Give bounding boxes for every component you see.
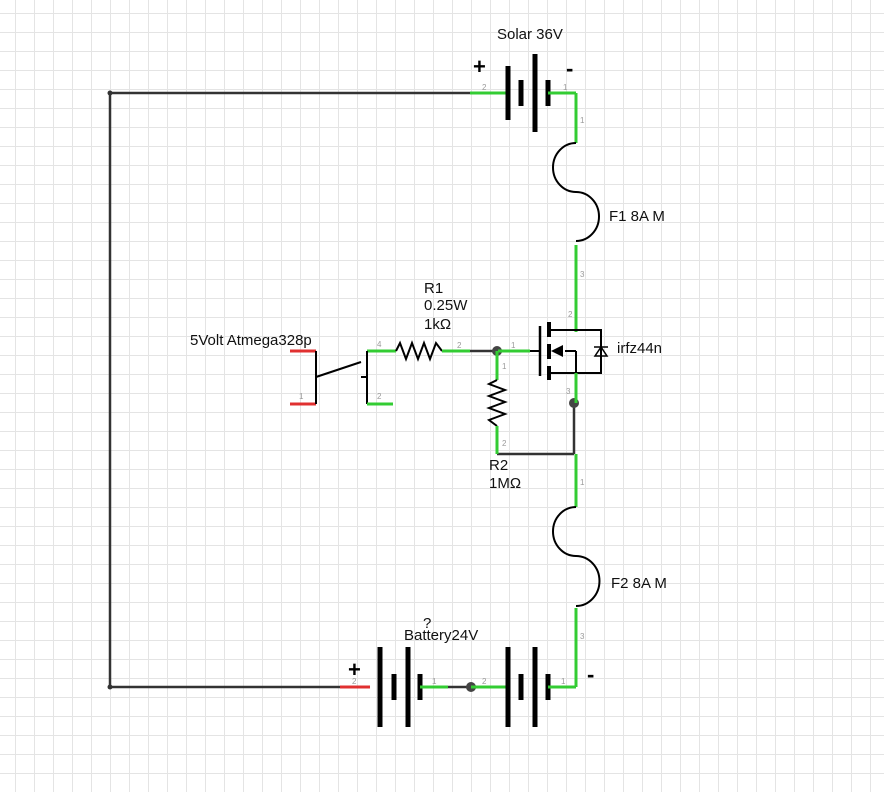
r1-label: R1 bbox=[424, 280, 443, 297]
mosfet-pin-1: 1 bbox=[511, 341, 516, 350]
fuse2-component[interactable]: F2 8A M 1 3 bbox=[552, 454, 667, 661]
fuse2-pin-1: 1 bbox=[580, 478, 585, 487]
fuse1-label: F1 8A M bbox=[609, 208, 665, 225]
switch-pin-4: 4 bbox=[377, 340, 382, 349]
battery-minus-sign: - bbox=[587, 662, 594, 687]
mosfet-label: irfz44n bbox=[617, 340, 662, 357]
solar-plus-sign: + bbox=[473, 54, 486, 79]
junction-top-left bbox=[107, 90, 113, 96]
fuse1-component[interactable]: F1 8A M 1 3 bbox=[552, 93, 665, 298]
resistor2-component[interactable]: R2 1MΩ 1 2 bbox=[486, 351, 521, 492]
wire-left-loop[interactable] bbox=[108, 91, 470, 689]
fuse1-pin-3: 3 bbox=[580, 270, 585, 279]
r2-pin-2: 2 bbox=[502, 439, 507, 448]
r1-pin-2: 2 bbox=[457, 341, 462, 350]
switch-pin-2: 2 bbox=[377, 392, 382, 401]
r2-label: R2 bbox=[489, 457, 508, 474]
mosfet-pin-3: 3 bbox=[566, 387, 571, 396]
r2-value: 1MΩ bbox=[489, 475, 521, 492]
mosfet-component[interactable]: irfz44n 2 1 3 bbox=[498, 298, 662, 403]
battery-label: Battery24V bbox=[404, 627, 478, 644]
battery-pin-1-left: 1 bbox=[432, 677, 437, 686]
solar-pin-1: 1 bbox=[563, 83, 568, 92]
fuse2-label: F2 8A M bbox=[611, 575, 667, 592]
r1-value: 1kΩ bbox=[424, 316, 451, 333]
battery-pin-2-left: 2 bbox=[352, 677, 357, 686]
mosfet-pin-2: 2 bbox=[568, 310, 573, 319]
fuse2-pin-3: 3 bbox=[580, 632, 585, 641]
r1-power: 0.25W bbox=[424, 297, 468, 314]
switch-pin-1: 1 bbox=[299, 392, 304, 401]
fuse1-pin-1: 1 bbox=[580, 116, 585, 125]
solar-component[interactable]: Solar 36V + - 2 1 bbox=[470, 26, 576, 132]
battery-pin-1-right: 1 bbox=[561, 677, 566, 686]
switch-label: 5Volt Atmega328p bbox=[190, 332, 312, 349]
battery-question-mark: ? bbox=[423, 615, 431, 632]
resistor1-component[interactable]: R1 0.25W 1kΩ 2 bbox=[367, 280, 470, 362]
solar-pin-2: 2 bbox=[482, 83, 487, 92]
battery-pin-2-right: 2 bbox=[482, 677, 487, 686]
junction-bottom-left bbox=[107, 684, 113, 690]
r2-pin-1: 1 bbox=[502, 362, 507, 371]
battery-component[interactable]: ? Battery24V + - 2 1 2 1 bbox=[340, 615, 594, 727]
battery-plus-sign: + bbox=[348, 657, 361, 682]
switch-component[interactable]: 5Volt Atmega328p 1 2 4 bbox=[190, 332, 393, 406]
solar-minus-sign: - bbox=[566, 56, 573, 81]
solar-label: Solar 36V bbox=[497, 26, 563, 43]
